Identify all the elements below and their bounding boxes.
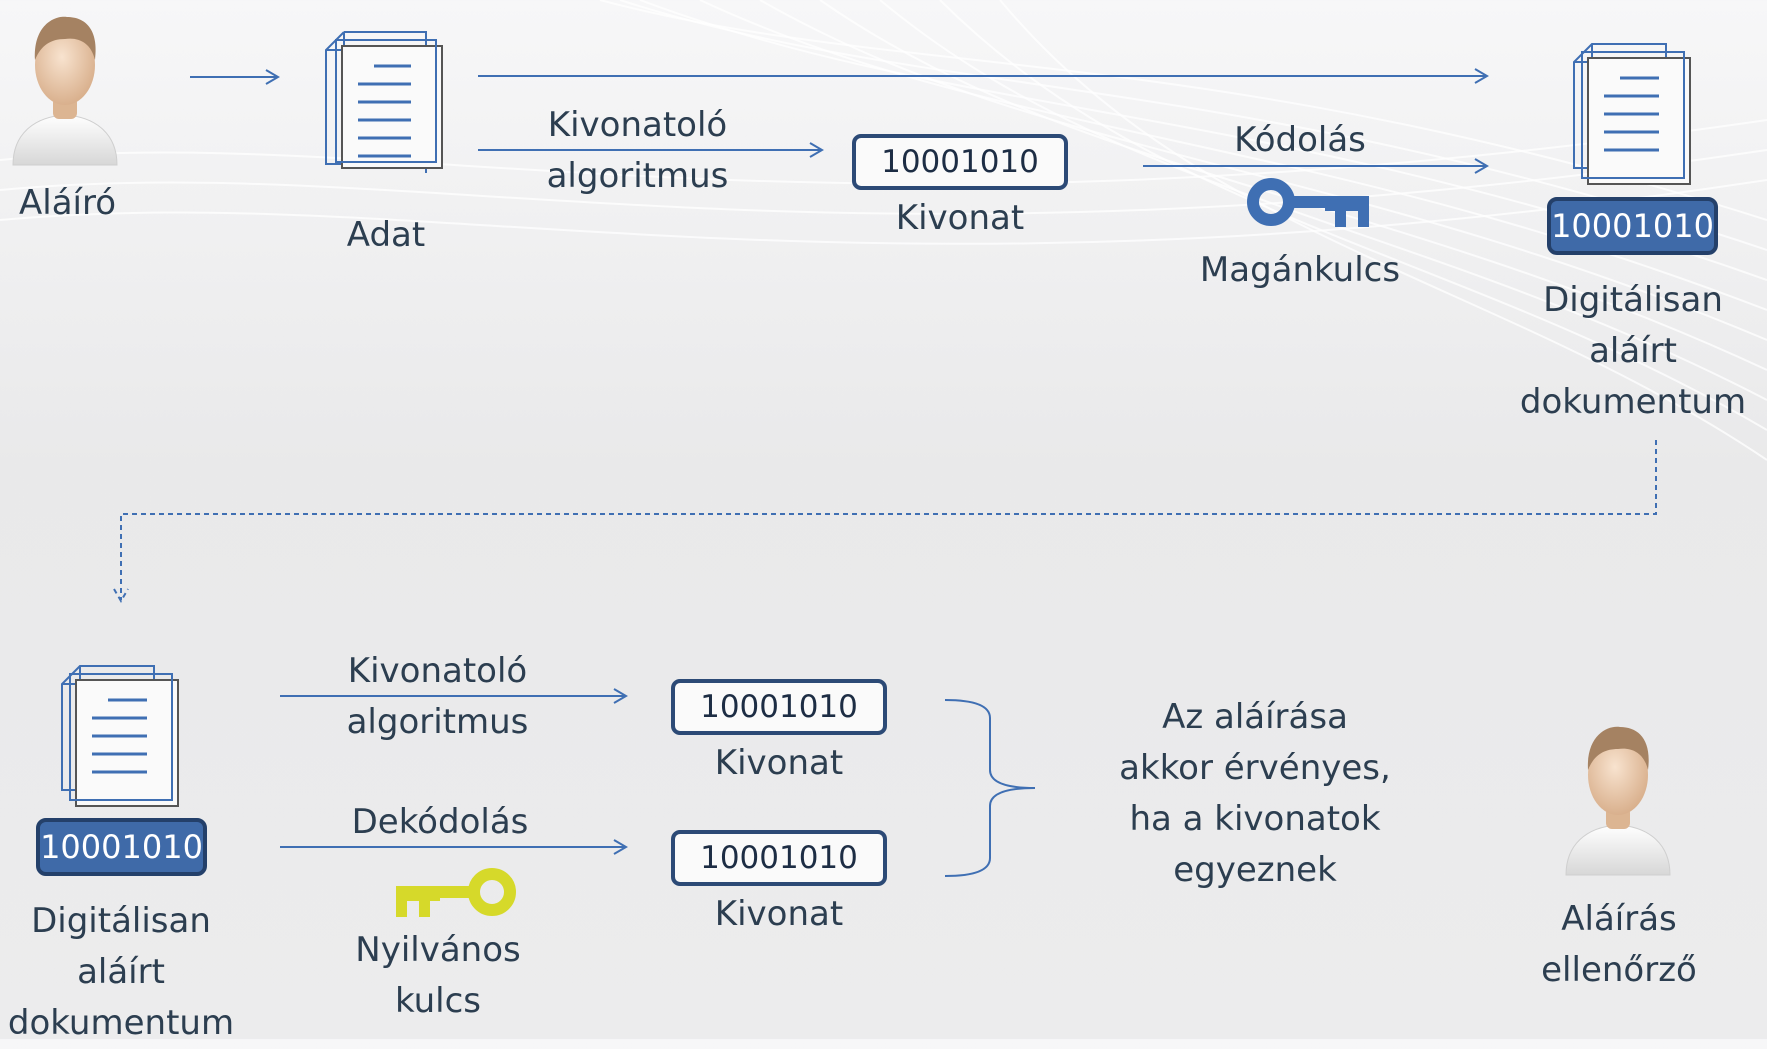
public-key-icon: [396, 868, 516, 917]
digest-box-2: 10001010: [671, 830, 887, 886]
digest-label: Kivonat: [895, 198, 1025, 238]
public-key-label: Nyilvános kulcs: [355, 930, 521, 1021]
received-document-hash: 10001010: [36, 818, 207, 876]
digest-box: 10001010: [852, 134, 1068, 190]
signed-document-hash: 10001010: [1547, 197, 1718, 255]
private-key-label: Magánkulcs: [1199, 250, 1401, 290]
arrow-transfer-dashed: [113, 440, 1657, 603]
decode-label: Dekódolás: [351, 802, 529, 842]
digest-box-1: 10001010: [671, 679, 887, 735]
arrow-hash-algorithm-bottom: [280, 688, 628, 704]
digest-label-2: Kivonat: [714, 894, 844, 934]
data-document-icon: [325, 31, 443, 173]
arrow-encode: [1143, 158, 1489, 174]
signed-document-label: Digitálisan aláírt dokumentum: [1519, 280, 1747, 422]
received-document-icon: [61, 665, 179, 807]
comparison-bracket: [944, 699, 1036, 877]
signer-user-icon: [12, 16, 118, 166]
data-label: Adat: [346, 215, 426, 255]
received-document-label: Digitálisan aláírt dokumentum: [7, 901, 235, 1043]
verifier-label: Aláírás ellenőrző: [1541, 899, 1697, 990]
encode-label: Kódolás: [1234, 120, 1366, 160]
arrow-hash-algorithm: [478, 142, 824, 158]
signed-document-icon: [1573, 43, 1691, 185]
hash-algorithm-label-bottom: Kivonatoló algoritmus: [346, 651, 529, 742]
digest-label-1: Kivonat: [714, 743, 844, 783]
verifier-user-icon: [1565, 726, 1671, 876]
arrow-decode: [280, 839, 628, 855]
result-text: Az aláírása akkor érvényes, ha a kivonat…: [1119, 697, 1391, 890]
private-key-icon: [1247, 178, 1369, 227]
arrow-signer-to-data: [190, 69, 280, 85]
signer-label: Aláíró: [18, 183, 117, 223]
arrow-data-to-signed-doc: [478, 68, 1489, 84]
hash-algorithm-label: Kivonatoló algoritmus: [546, 105, 729, 196]
